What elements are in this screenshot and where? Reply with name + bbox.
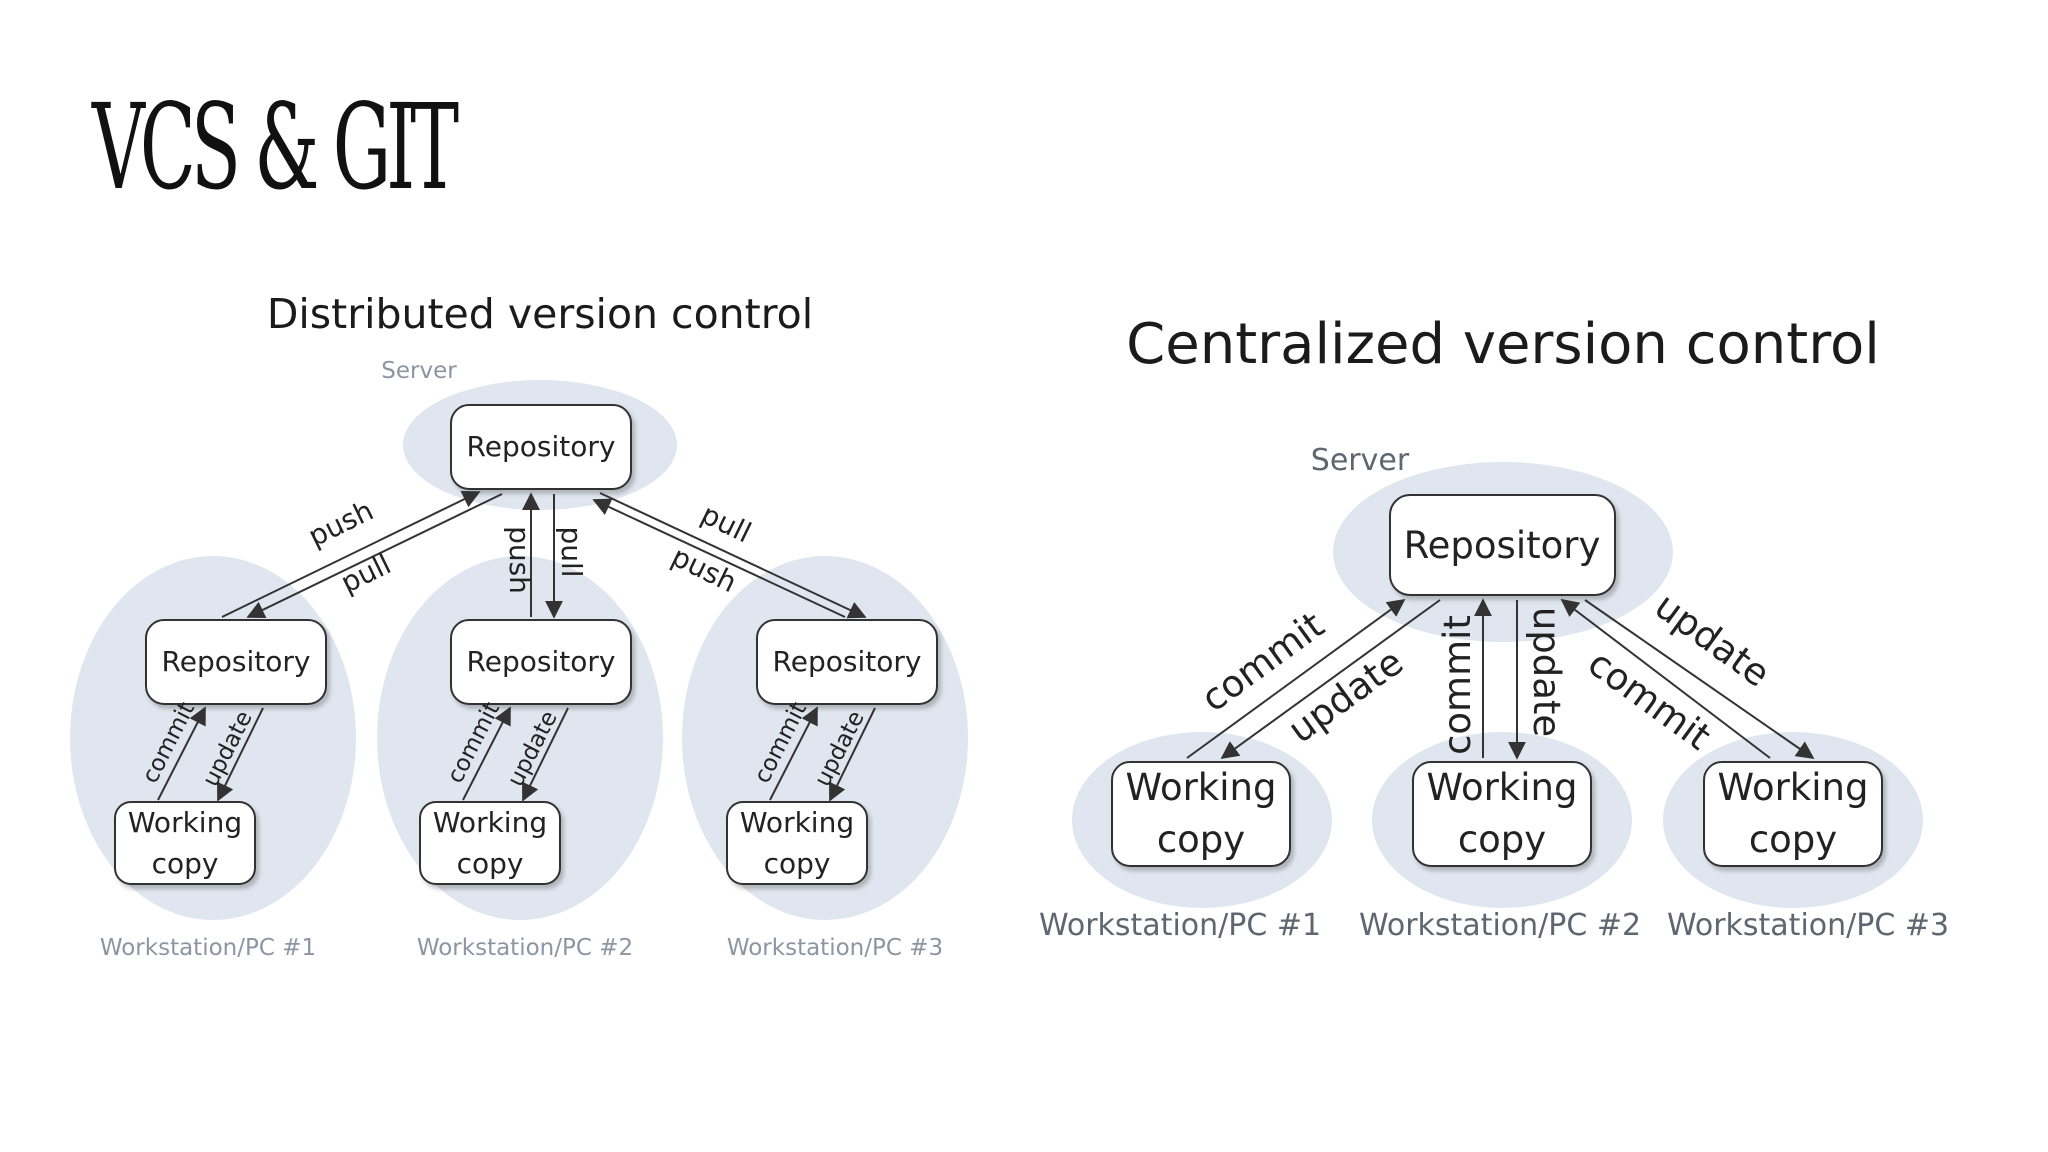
slide-title: VCS & GIT xyxy=(92,78,459,216)
central-working-copy-line2-1: copy xyxy=(1157,818,1245,861)
update-arrow-2 xyxy=(522,707,569,802)
working-copy-line2-1: copy xyxy=(152,847,219,880)
commit-arrow-2 xyxy=(462,706,511,801)
workstation-repository-label-2: Repository xyxy=(467,645,616,678)
workstation-repository-box-3 xyxy=(756,619,938,705)
commit-arrow-1 xyxy=(157,706,206,801)
push-label-3: push xyxy=(666,540,741,599)
central-repository-label: Repository xyxy=(1404,524,1601,567)
pull-label-2: pull xyxy=(555,526,588,577)
central-working-copy-line1-1: Working xyxy=(1126,766,1277,809)
central-working-copy-box-2 xyxy=(1412,761,1592,867)
pull-label-1: pull xyxy=(336,547,396,599)
central-update-label-2: update xyxy=(1525,607,1568,737)
workstation-caption-1: Workstation/PC #1 xyxy=(100,935,316,961)
working-copy-box-1 xyxy=(114,801,256,885)
central-workstation-caption-3: Workstation/PC #3 xyxy=(1667,908,1949,943)
central-working-copy-line2-3: copy xyxy=(1749,818,1837,861)
server-repository-label: Repository xyxy=(467,430,616,463)
workstation-repository-box-2 xyxy=(450,619,632,705)
update-arrow-3 xyxy=(829,707,876,802)
centralized-title: Centralized version control xyxy=(1126,312,1880,377)
working-copy-line1-1: Working xyxy=(128,806,242,839)
central-working-copy-line1-2: Working xyxy=(1427,766,1578,809)
workstation-repository-label-3: Repository xyxy=(773,645,922,678)
central-working-copy-box-3 xyxy=(1703,761,1883,867)
push-arrow-1 xyxy=(221,490,481,618)
push-label-1: push xyxy=(303,494,378,553)
central-update-arrow-3 xyxy=(1584,599,1815,760)
working-copy-line1-3: Working xyxy=(740,806,854,839)
central-repository-box xyxy=(1389,494,1616,596)
central-commit-label-2: commit xyxy=(1436,615,1479,755)
working-copy-box-2 xyxy=(419,801,561,885)
working-copy-line2-2: copy xyxy=(457,847,524,880)
workstation-caption-3: Workstation/PC #3 xyxy=(727,935,943,961)
distributed-diagram: Distributed version control Server Repos… xyxy=(70,290,968,961)
central-workstation-caption-1: Workstation/PC #1 xyxy=(1039,908,1321,943)
centralized-diagram: Centralized version control Server Repos… xyxy=(1039,312,1949,943)
central-working-copy-line1-3: Working xyxy=(1718,766,1869,809)
server-repository-box xyxy=(450,404,632,490)
central-commit-arrow-1 xyxy=(1186,598,1406,759)
push-label-2: push xyxy=(503,526,536,594)
central-server-label: Server xyxy=(1311,443,1410,478)
server-label: Server xyxy=(381,358,457,384)
update-arrow-1 xyxy=(217,707,264,802)
working-copy-line2-3: copy xyxy=(764,847,831,880)
pull-arrow-3 xyxy=(599,492,867,619)
central-update-arrow-1 xyxy=(1220,599,1441,760)
central-commit-arrow-3 xyxy=(1560,598,1771,759)
workstation-repository-box-1 xyxy=(145,619,327,705)
central-workstation-caption-2: Workstation/PC #2 xyxy=(1359,908,1641,943)
pull-arrow-1 xyxy=(246,493,503,619)
push-arrow-3 xyxy=(592,498,846,618)
distributed-title: Distributed version control xyxy=(267,290,813,338)
central-commit-label-3: commit xyxy=(1580,641,1718,758)
working-copy-box-3 xyxy=(726,801,868,885)
workstation-caption-2: Workstation/PC #2 xyxy=(417,935,633,961)
commit-arrow-3 xyxy=(769,706,818,801)
central-working-copy-line2-2: copy xyxy=(1458,818,1546,861)
workstation-repository-label-1: Repository xyxy=(162,645,311,678)
working-copy-line1-2: Working xyxy=(433,806,547,839)
central-working-copy-box-1 xyxy=(1111,761,1291,867)
